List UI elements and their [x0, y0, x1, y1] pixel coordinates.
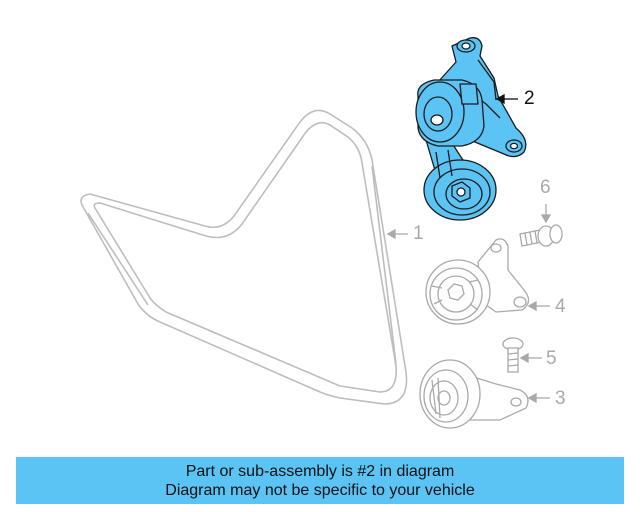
callout-3[interactable]: 3 — [555, 388, 566, 409]
info-banner: Part or sub-assembly is #2 in diagram Di… — [16, 457, 624, 504]
callout-leader-3 — [527, 392, 550, 404]
upper-idler-pulley[interactable] — [425, 238, 530, 325]
belt-tensioner-assembly[interactable] — [415, 37, 527, 221]
callout-leader-1 — [386, 228, 408, 240]
callout-1[interactable]: 1 — [413, 223, 424, 244]
small-bolt[interactable] — [502, 337, 524, 373]
callout-leader-4 — [527, 300, 550, 312]
lower-idler-pulley[interactable] — [419, 359, 529, 429]
callout-2[interactable]: 2 — [524, 88, 535, 109]
callout-4[interactable]: 4 — [555, 296, 566, 317]
callout-leader-6 — [540, 204, 552, 224]
callout-leader-2 — [495, 93, 518, 105]
bolt[interactable] — [519, 224, 563, 247]
callout-5[interactable]: 5 — [546, 348, 557, 369]
drive-belt[interactable] — [80, 109, 408, 405]
banner-line-part: Part or sub-assembly is #2 in diagram — [185, 462, 455, 480]
parts-diagram — [80, 37, 563, 429]
callout-leader-5 — [519, 352, 542, 364]
banner-line-disclaimer: Diagram may not be specific to your vehi… — [165, 481, 475, 499]
callout-6[interactable]: 6 — [540, 177, 551, 198]
